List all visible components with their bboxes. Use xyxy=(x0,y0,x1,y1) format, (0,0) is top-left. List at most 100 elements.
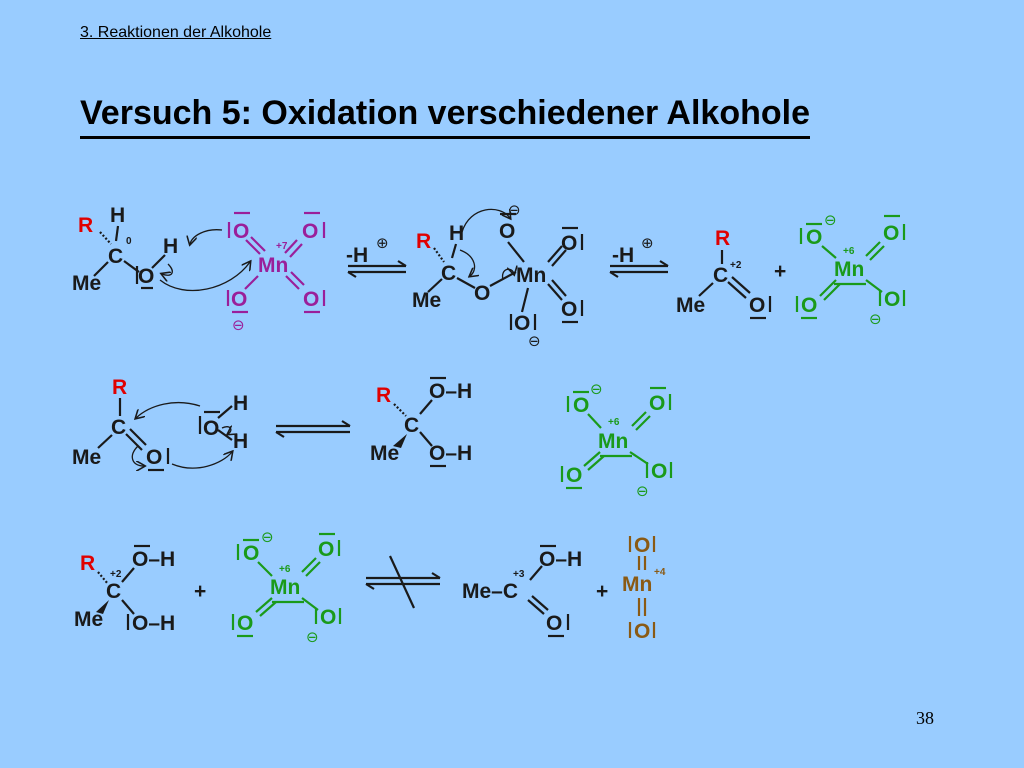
ketone-product: R C +2 Me O xyxy=(676,227,772,320)
oxygen-label: O xyxy=(318,538,334,561)
hydroxyl-label: O–H xyxy=(132,548,175,571)
h-label: H xyxy=(233,392,248,415)
double-bond xyxy=(284,239,298,254)
arrow-head xyxy=(275,431,285,438)
bond xyxy=(217,405,233,419)
electron-arrow xyxy=(221,427,231,434)
page-number: 38 xyxy=(916,708,934,728)
oxygen-label: O xyxy=(634,534,650,557)
electron-arrow xyxy=(171,452,232,469)
methyl-label: Me xyxy=(676,294,705,317)
methyl-carbon-label: Me–C xyxy=(462,580,518,603)
oxidation-state-label: +2 xyxy=(110,569,122,580)
oxidation-state-label: +6 xyxy=(843,246,855,257)
slide-title: Versuch 5: Oxidation verschiedener Alkoh… xyxy=(80,92,810,139)
oxygen-label: O xyxy=(561,232,577,255)
plus-sign: + xyxy=(194,580,206,603)
double-bond xyxy=(583,451,601,467)
water-molecule: O H H xyxy=(198,392,248,453)
methyl-label: Me xyxy=(370,442,399,465)
negative-charge: ⊖ xyxy=(869,311,882,328)
carbon-label: C xyxy=(106,580,121,603)
double-bond xyxy=(819,279,837,297)
carbon-label: C xyxy=(111,416,126,439)
oxygen-label: O xyxy=(634,620,650,643)
double-bond xyxy=(731,276,751,294)
negative-charge: ⊖ xyxy=(528,333,541,350)
electron-arrow xyxy=(136,402,201,418)
plus-sign: + xyxy=(596,580,608,603)
bond xyxy=(244,275,259,290)
r-group-label: R xyxy=(376,384,391,407)
oxygen-label: O xyxy=(237,612,253,635)
double-bond xyxy=(527,599,545,615)
carbon-label: C xyxy=(404,414,419,437)
hashed-bond xyxy=(393,403,407,417)
oxidation-state-label: +4 xyxy=(654,567,666,578)
oxygen-label: O xyxy=(203,417,219,440)
methyl-label: Me xyxy=(74,608,103,631)
oxidation-state-label: +7 xyxy=(276,241,288,252)
r-group-label: R xyxy=(715,227,730,250)
oxygen-label: O xyxy=(302,220,318,243)
double-bond xyxy=(547,245,563,263)
double-bond xyxy=(285,275,300,290)
hydroxyl-label: O–H xyxy=(539,548,582,571)
arrow-head xyxy=(659,260,669,267)
double-bond xyxy=(129,428,147,446)
equilibrium-arrow-2: -H ⊕ xyxy=(609,235,669,278)
double-bond xyxy=(250,236,266,252)
bond xyxy=(301,597,319,611)
arrow-head xyxy=(431,572,441,579)
electron-arrow xyxy=(459,249,475,276)
double-bond xyxy=(289,243,303,258)
double-bond xyxy=(631,411,647,427)
bond xyxy=(151,254,166,269)
bond xyxy=(419,431,433,447)
bond xyxy=(821,245,837,259)
electron-arrow xyxy=(162,263,173,275)
oxygen-label: O xyxy=(146,446,162,469)
oxygen-label: O xyxy=(649,392,665,415)
negative-charge: ⊖ xyxy=(232,317,245,334)
geminal-diol-reactant: R C +2 Me O–H O–H xyxy=(74,544,175,635)
double-bond xyxy=(551,249,567,267)
oxygen-label: O xyxy=(243,542,259,565)
minus-h-label: -H xyxy=(346,244,368,267)
double-bond xyxy=(635,415,651,431)
bond xyxy=(587,413,602,429)
double-bond xyxy=(727,281,747,299)
section-heading: 3. Reaktionen der Alkohole xyxy=(80,24,272,41)
oxygen-label: O xyxy=(883,222,899,245)
geminal-diol: R C Me O–H O–H xyxy=(370,376,472,468)
double-bond xyxy=(587,455,605,471)
r-group-label: R xyxy=(416,230,431,253)
double-bond xyxy=(125,433,143,451)
bond xyxy=(520,287,530,313)
manganate-ion: O ⊖ O Mn +6 O O ⊖ xyxy=(560,381,673,500)
oxygen-label: O xyxy=(514,312,530,335)
oxygen-label: O xyxy=(561,298,577,321)
electron-arrow xyxy=(190,229,223,244)
manganate-ion: O ⊖ O Mn +6 O O ⊖ xyxy=(795,212,906,328)
minus-h-label: -H xyxy=(612,244,634,267)
row1-reaction: R H C 0 H O Me O O xyxy=(72,202,906,350)
oxygen-label: O xyxy=(231,288,247,311)
oxygen-label: O xyxy=(806,226,822,249)
bond xyxy=(121,599,135,615)
positive-charge: ⊕ xyxy=(641,235,654,252)
arrow-head xyxy=(397,260,407,267)
double-bond xyxy=(823,283,841,301)
oxygen-label: O xyxy=(474,282,490,305)
double-bond xyxy=(551,279,567,297)
double-bond xyxy=(531,595,549,611)
bond xyxy=(698,282,714,297)
hashed-bond xyxy=(99,231,112,245)
methyl-label: Me xyxy=(72,272,101,295)
oxygen-label: O xyxy=(651,460,667,483)
negative-charge: ⊖ xyxy=(636,483,649,500)
negative-charge: ⊖ xyxy=(824,212,837,229)
electron-arrow xyxy=(159,262,250,292)
bond xyxy=(257,561,273,577)
